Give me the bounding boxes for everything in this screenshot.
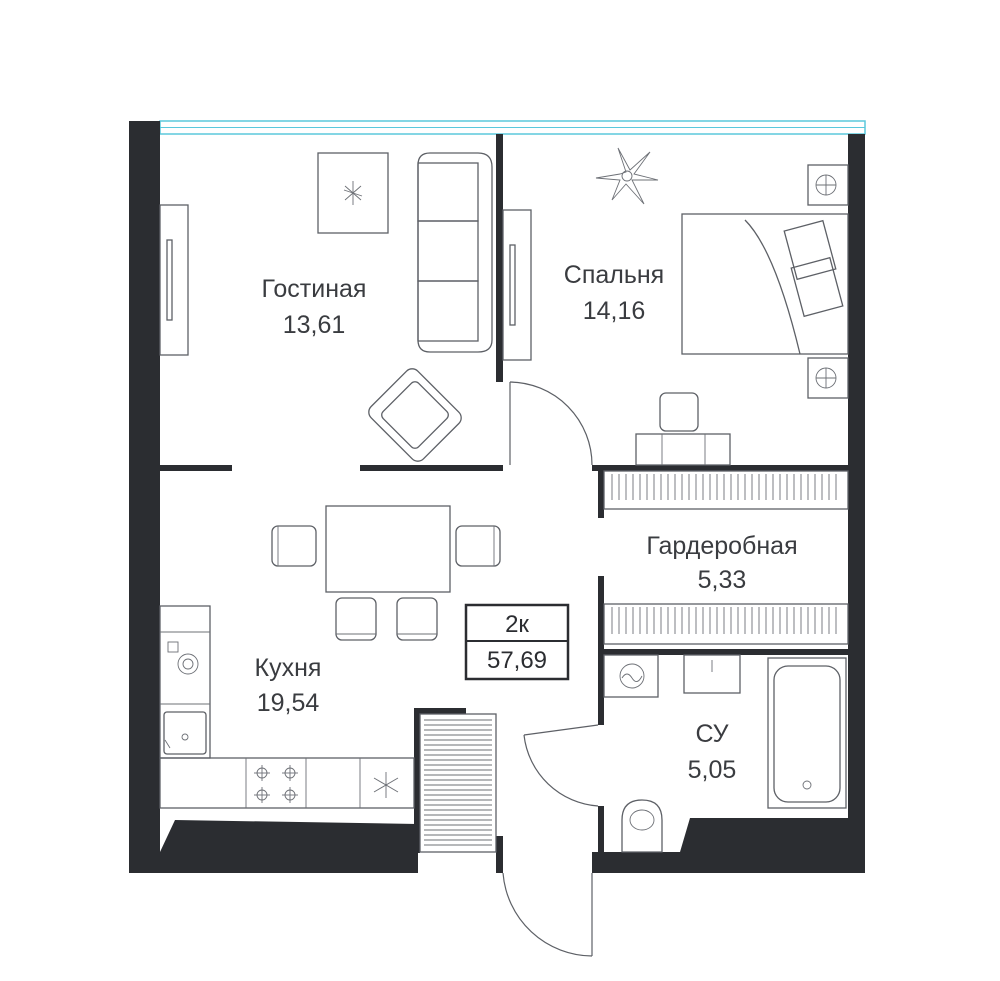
bedroom-name: Спальня <box>564 261 664 289</box>
apartment-total-area: 57,69 <box>487 647 547 674</box>
living-room-area: 13,61 <box>283 311 346 339</box>
wardrobe-shelves <box>603 470 849 645</box>
bathroom-name: СУ <box>695 720 728 748</box>
flower-icon <box>595 147 659 205</box>
wardrobe-name: Гардеробная <box>646 532 797 560</box>
window-top <box>159 120 866 135</box>
room-label-wardrobe: Гардеробная 5,33 <box>646 532 797 594</box>
room-label-bathroom: СУ 5,05 <box>688 720 737 784</box>
room-label-kitchen: Кухня 19,54 <box>255 654 322 717</box>
cooktop-icon <box>254 765 298 803</box>
room-label-bedroom: Спальня 14,16 <box>564 261 664 325</box>
doors <box>502 381 599 957</box>
bedroom-furniture <box>502 147 849 466</box>
bathroom-fixtures <box>603 654 847 853</box>
room-label-living: Гостиная 13,61 <box>262 275 367 339</box>
living-room-name: Гостиная <box>262 275 367 303</box>
living-room-furniture <box>159 152 493 462</box>
exterior-walls <box>129 121 865 873</box>
kitchen-furniture <box>159 505 501 809</box>
kitchen-name: Кухня <box>255 654 322 682</box>
kitchen-area: 19,54 <box>257 689 320 717</box>
bathroom-area: 5,05 <box>688 756 737 784</box>
plant-icon <box>343 181 363 205</box>
interior-walls <box>160 134 848 856</box>
wardrobe-area: 5,33 <box>698 566 747 594</box>
ventilation-shaft <box>419 713 497 853</box>
bedroom-area: 14,16 <box>583 297 646 325</box>
fridge-icon <box>373 772 399 798</box>
apartment-badge: 2к 57,69 <box>464 603 570 681</box>
apartment-type: 2к <box>505 611 529 638</box>
